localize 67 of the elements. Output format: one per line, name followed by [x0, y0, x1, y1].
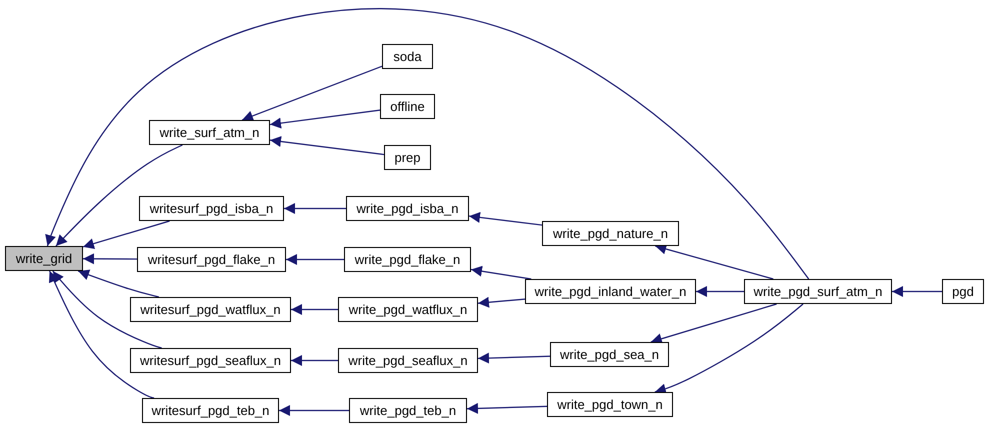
function-box — [349, 398, 467, 423]
function-box — [744, 279, 892, 304]
function-box — [547, 392, 673, 417]
function-name: writesurf_pgd_seaflux_n — [140, 353, 281, 368]
arrow — [82, 220, 170, 249]
arrow — [696, 286, 744, 297]
function-name: writesurf_pgd_watflux_n — [140, 302, 281, 317]
function-name: prep — [394, 150, 421, 165]
function-box — [137, 247, 286, 272]
function-name: write_pgd_teb_n — [360, 403, 456, 418]
arrow — [279, 405, 349, 416]
function-name: soda — [393, 49, 422, 64]
function-box — [139, 196, 284, 221]
function-name: write_pgd_isba_n — [356, 201, 458, 216]
function-box — [130, 297, 291, 322]
arrow — [45, 8, 810, 280]
arrow — [270, 110, 380, 129]
function-name: pgd — [952, 284, 974, 299]
arrow — [470, 266, 532, 280]
function-name: write_pgd_inland_water_n — [534, 284, 686, 299]
function-name: write_pgd_seaflux_n — [348, 353, 468, 368]
arrow — [291, 355, 338, 366]
function-box — [5, 246, 83, 271]
function-name: write_grid — [16, 251, 72, 266]
function-box — [380, 94, 435, 119]
arrow — [286, 254, 344, 265]
function-name: offline — [390, 99, 425, 114]
arrow — [478, 352, 550, 364]
function-box — [344, 247, 471, 272]
arrow — [83, 253, 137, 264]
arrow — [48, 270, 154, 399]
function-box — [384, 145, 431, 170]
function-box — [142, 398, 279, 423]
arrow — [56, 144, 183, 246]
function-box — [382, 44, 433, 69]
function-box — [550, 342, 669, 367]
function-box — [149, 120, 270, 145]
arrow — [78, 270, 160, 298]
function-name: write_pgd_town_n — [557, 397, 663, 412]
arrow — [650, 303, 777, 344]
arrow — [478, 296, 526, 308]
function-box — [130, 348, 291, 373]
function-name: write_pgd_flake_n — [354, 252, 460, 267]
arrow — [655, 244, 774, 280]
function-name: write_pgd_surf_atm_n — [754, 284, 882, 299]
arrow — [291, 304, 338, 315]
function-box — [338, 297, 478, 322]
arrow — [284, 203, 346, 214]
function-box — [346, 196, 469, 221]
function-name: write_pgd_sea_n — [560, 347, 660, 362]
function-name: write_pgd_nature_n — [553, 226, 668, 241]
arrow — [52, 270, 162, 349]
function-box — [525, 279, 696, 304]
function-box — [942, 279, 984, 304]
function-box — [338, 348, 478, 373]
function-name: writesurf_pgd_flake_n — [148, 252, 276, 267]
arrow — [270, 136, 384, 156]
arrow — [892, 286, 942, 297]
function-box — [542, 221, 679, 246]
function-name: writesurf_pgd_teb_n — [152, 403, 270, 418]
arrow — [242, 66, 382, 122]
function-name: write_pgd_watflux_n — [348, 302, 468, 317]
function-name: write_surf_atm_n — [160, 125, 260, 140]
arrow — [466, 402, 548, 414]
arrow — [654, 304, 804, 394]
arrow — [468, 212, 542, 226]
function-name: writesurf_pgd_isba_n — [150, 201, 274, 216]
